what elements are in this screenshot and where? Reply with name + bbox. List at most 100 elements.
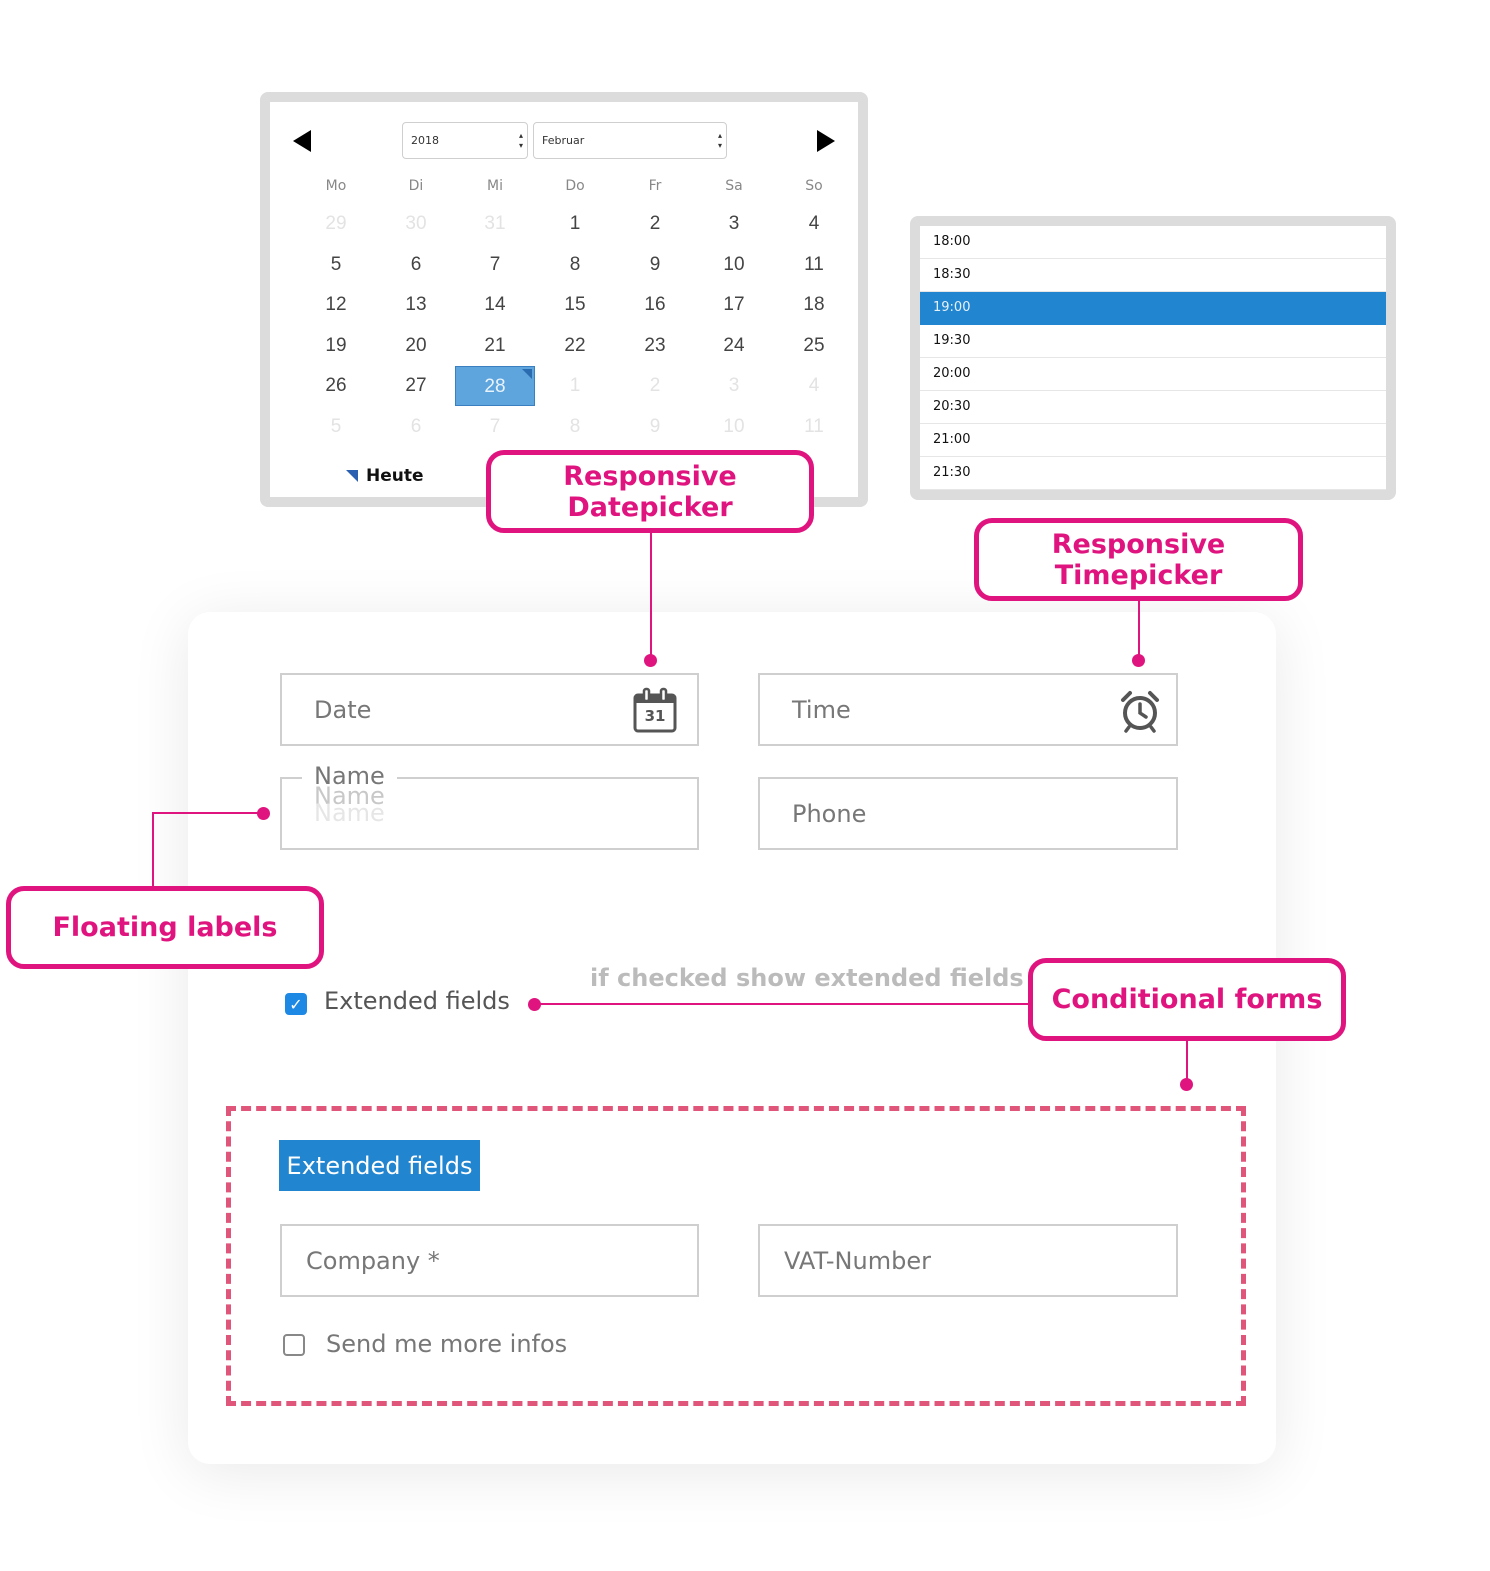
calendar-day[interactable]: 22: [564, 334, 586, 356]
next-month-icon[interactable]: [817, 130, 835, 152]
weekday-header: Mi: [487, 178, 503, 194]
calendar-day[interactable]: 17: [723, 294, 745, 315]
today-button[interactable]: Heute: [346, 466, 424, 486]
time-option[interactable]: 18:00: [920, 226, 1386, 259]
calendar-day[interactable]: 13: [405, 294, 427, 315]
calendar-day[interactable]: 5: [330, 415, 342, 437]
calendar-day[interactable]: 16: [644, 294, 666, 315]
time-option[interactable]: 21:30: [920, 457, 1386, 490]
calendar-day[interactable]: 27: [405, 375, 427, 396]
calendar-day[interactable]: 2: [649, 213, 661, 234]
checkmark-icon: ✓: [289, 994, 303, 1014]
month-select[interactable]: Februar ▴▾: [533, 122, 727, 159]
calendar-day[interactable]: 21: [484, 334, 506, 356]
calendar-day-selected[interactable]: 28: [455, 366, 535, 406]
calendar-icon[interactable]: 31: [633, 687, 677, 733]
more-infos-label[interactable]: Send me more infos: [326, 1330, 568, 1358]
calendar-day[interactable]: 4: [808, 213, 820, 234]
calendar-day[interactable]: 8: [569, 415, 581, 437]
conditional-hint-text: if checked show extended fields: [590, 964, 1024, 992]
extended-fields-section: [226, 1106, 1246, 1406]
calendar-day[interactable]: 26: [325, 375, 347, 396]
calendar-day[interactable]: 3: [728, 375, 740, 396]
calendar-day[interactable]: 10: [723, 253, 745, 275]
connector-dot: [1180, 1078, 1193, 1091]
calendar-day[interactable]: 31: [484, 213, 506, 234]
calendar-day[interactable]: 3: [728, 213, 740, 234]
calendar-day[interactable]: 5: [330, 253, 342, 275]
calendar-day[interactable]: 24: [723, 334, 745, 356]
calendar-day[interactable]: 15: [564, 294, 586, 315]
date-placeholder: Date: [314, 695, 372, 724]
weekday-header: So: [805, 178, 823, 194]
weekday-header: Fr: [648, 178, 662, 194]
name-floating-label: Name: [302, 762, 397, 790]
prev-month-icon[interactable]: [293, 130, 311, 152]
date-input[interactable]: Date 31: [280, 673, 699, 746]
time-option[interactable]: 21:00: [920, 424, 1386, 457]
connector-dot: [528, 998, 541, 1011]
vat-number-placeholder: VAT-Number: [784, 1246, 931, 1275]
calendar-icon-day: 31: [644, 707, 666, 725]
time-option[interactable]: 19:30: [920, 325, 1386, 358]
calendar-day[interactable]: 18: [803, 294, 825, 315]
name-label-ghost: Name: [314, 799, 385, 827]
phone-placeholder: Phone: [792, 799, 867, 828]
name-label-ghost: Name: [314, 782, 385, 810]
time-option-selected[interactable]: 19:00: [920, 292, 1386, 325]
calendar-day[interactable]: 8: [569, 253, 581, 275]
extended-fields-checkbox[interactable]: ✓: [285, 993, 307, 1015]
extended-fields-checkbox-label[interactable]: Extended fields: [324, 987, 510, 1015]
connector-line: [534, 1003, 1028, 1005]
connector-line: [152, 812, 262, 814]
calendar-day[interactable]: 30: [405, 213, 427, 234]
connector-dot: [1132, 654, 1145, 667]
vat-number-input[interactable]: VAT-Number: [758, 1224, 1178, 1297]
calendar-day[interactable]: 25: [803, 334, 825, 356]
calendar-day[interactable]: 1: [569, 375, 581, 396]
time-placeholder: Time: [792, 695, 851, 724]
time-option[interactable]: 20:30: [920, 391, 1386, 424]
calendar-day[interactable]: 23: [644, 334, 666, 356]
time-input[interactable]: Time: [758, 673, 1178, 746]
more-infos-checkbox[interactable]: [283, 1334, 305, 1356]
calendar-day[interactable]: 7: [489, 253, 501, 275]
calendar-day[interactable]: 1: [569, 213, 581, 234]
calendar-day[interactable]: 11: [804, 253, 824, 275]
callout-conditional-forms: Conditional forms: [1028, 958, 1346, 1041]
alarm-clock-icon[interactable]: [1118, 689, 1162, 733]
company-input[interactable]: Company *: [280, 1224, 699, 1297]
connector-dot: [644, 654, 657, 667]
weekday-header: Sa: [725, 178, 743, 194]
calendar-day[interactable]: 11: [804, 415, 824, 437]
calendar-day[interactable]: 9: [649, 253, 661, 275]
phone-input[interactable]: Phone: [758, 777, 1178, 850]
month-select-value: Februar: [542, 134, 585, 147]
calendar-day[interactable]: 2: [649, 375, 661, 396]
calendar-day[interactable]: 19: [325, 334, 347, 356]
today-marker-icon: [346, 470, 358, 482]
calendar-day[interactable]: 29: [325, 213, 347, 234]
callout-timepicker: Responsive Timepicker: [974, 518, 1303, 601]
calendar-day[interactable]: 7: [489, 415, 501, 437]
calendar-day[interactable]: 6: [410, 415, 422, 437]
time-option[interactable]: 18:30: [920, 259, 1386, 292]
calendar-day[interactable]: 10: [723, 415, 745, 437]
calendar-day[interactable]: 12: [325, 294, 347, 315]
select-caret-icon: ▴▾: [518, 131, 523, 150]
weekday-header: Mo: [325, 178, 347, 194]
company-placeholder: Company *: [306, 1246, 440, 1275]
calendar-day[interactable]: 4: [808, 375, 820, 396]
calendar-day[interactable]: 9: [649, 415, 661, 437]
extended-fields-title: Extended fields: [279, 1140, 480, 1191]
year-select[interactable]: 2018 ▴▾: [402, 122, 528, 159]
calendar-day[interactable]: 14: [484, 294, 506, 315]
time-option[interactable]: 20:00: [920, 358, 1386, 391]
weekday-header: Do: [565, 178, 585, 194]
connector-line: [650, 533, 652, 660]
calendar-day[interactable]: 6: [410, 253, 422, 275]
calendar-day[interactable]: 20: [405, 334, 427, 356]
